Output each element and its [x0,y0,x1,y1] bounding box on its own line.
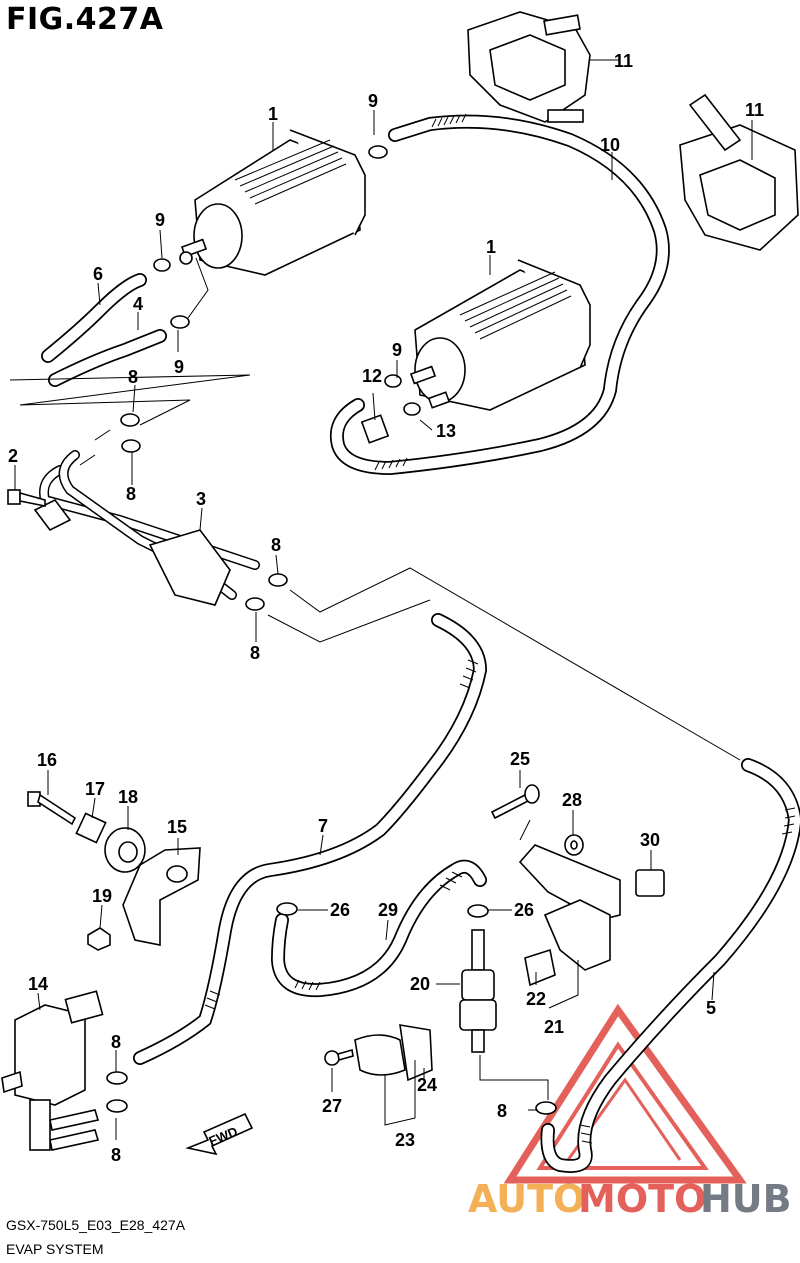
canister-lower[interactable] [409,259,591,411]
hoses [41,114,800,1173]
callout-24: 24 [417,1075,437,1095]
callout-28: 28 [562,790,582,810]
pipe-assembly[interactable] [33,429,260,606]
canister-upper[interactable] [180,129,366,276]
watermark-text-auto: AUTO [468,1177,585,1221]
watermark-text-moto: MOTO [578,1177,706,1221]
callout-2: 2 [8,446,18,466]
bolt-2[interactable] [7,489,46,507]
leader-lines [9,59,753,1140]
callout-8: 8 [497,1101,507,1121]
callout-26: 26 [330,900,350,920]
callout-11: 11 [745,100,764,120]
callout-19: 19 [92,886,112,906]
callout-8: 8 [128,367,138,387]
canister-bracket-right[interactable] [679,93,799,251]
callout-6: 6 [93,264,103,284]
canister-bracket-upper[interactable] [467,11,591,123]
fwd-label: FWD [207,1124,240,1149]
figure-title: FIG.427A [6,2,164,37]
clamp-23[interactable] [354,1024,433,1082]
callout-13: 13 [436,421,456,441]
callout-9: 9 [392,340,402,360]
callout-25: 25 [510,749,530,769]
callout-9: 9 [174,357,184,377]
callout-30: 30 [640,830,660,850]
callout-8: 8 [271,535,281,555]
bolt-16[interactable] [27,791,77,826]
callout-9: 9 [368,91,378,111]
callout-21: 21 [544,1017,564,1037]
callout-5: 5 [706,998,716,1018]
fwd-arrow-icon: FWD [185,1112,254,1156]
watermark-triangle [503,1003,747,1184]
cushion-18[interactable] [104,827,146,873]
system-name: EVAP SYSTEM [6,1241,104,1257]
watermark-text-hub: HUB [700,1177,792,1221]
callout-17: 17 [85,779,105,799]
callout-11: 11 [614,51,633,71]
callout-18: 18 [118,787,138,807]
callout-4: 4 [133,294,143,314]
washer-28[interactable] [564,834,584,856]
callout-23: 23 [395,1130,415,1150]
cap-30[interactable] [635,869,665,897]
callout-8: 8 [111,1145,121,1165]
rivet-25[interactable] [490,784,540,820]
solenoid-valve[interactable] [1,990,104,1151]
callout-15: 15 [167,817,187,837]
callout-20: 20 [410,974,430,994]
hose-markings [204,113,796,1144]
watermark-logo: AUTO MOTO HUB [468,1003,792,1221]
callout-3: 3 [196,489,206,509]
callout-9: 9 [155,210,165,230]
fuel-filter[interactable] [459,929,497,1053]
callout-1: 1 [486,237,496,257]
callout-12: 12 [362,366,382,386]
callout-8: 8 [111,1032,121,1052]
clip-22[interactable] [524,948,556,987]
nut-19[interactable] [87,927,111,951]
bracket-15[interactable] [122,847,201,946]
callout-1: 1 [268,104,278,124]
callout-8: 8 [250,643,260,663]
screw-27[interactable] [324,1048,354,1066]
callout-10: 10 [600,135,620,155]
callout-14: 14 [28,974,48,994]
hose-clamps [106,145,557,1115]
callout-29: 29 [378,900,398,920]
bracket-21[interactable] [518,844,621,971]
callout-22: 22 [526,989,546,1009]
callout-27: 27 [322,1096,342,1116]
callout-8: 8 [126,484,136,504]
collar-17[interactable] [75,812,107,844]
callout-labels: 1 1 2 3 4 5 6 7 8 8 8 8 8 8 8 9 9 9 9 10… [8,51,764,1165]
callout-26: 26 [514,900,534,920]
callout-7: 7 [318,816,328,836]
callout-16: 16 [37,750,57,770]
model-code: GSX-750L5_E03_E28_427A [6,1217,186,1233]
